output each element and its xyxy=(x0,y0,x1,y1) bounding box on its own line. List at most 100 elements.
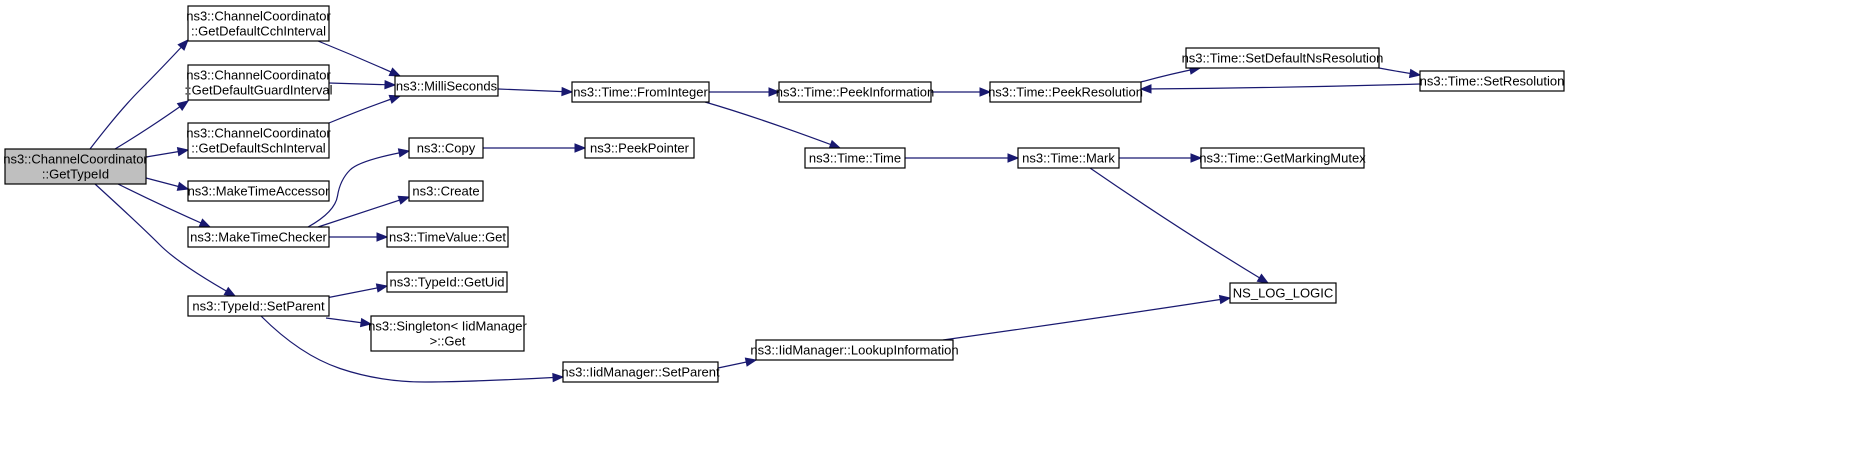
node-setres[interactable]: ns3::Time::SetResolution xyxy=(1419,70,1565,92)
node-label: ::GetDefaultSchInterval xyxy=(191,141,326,156)
node-logic[interactable]: NS_LOG_LOGIC xyxy=(1229,282,1337,304)
node-lookup[interactable]: ns3::IidManager::LookupInformation xyxy=(750,339,959,361)
arrowhead-icon xyxy=(1218,294,1232,305)
node-label: ns3::Time::FromInteger xyxy=(573,85,708,100)
arrowhead-icon xyxy=(176,100,190,111)
node-peekptr[interactable]: ns3::PeekPointer xyxy=(584,137,695,159)
node-iidsetparent[interactable]: ns3::IidManager::SetParent xyxy=(561,361,720,383)
node-getmutex[interactable]: ns3::Time::GetMarkingMutex xyxy=(1199,147,1366,169)
arrowhead-icon xyxy=(223,286,237,297)
node-fromint[interactable]: ns3::Time::FromInteger xyxy=(571,81,710,103)
arrowhead-icon xyxy=(375,283,389,293)
node-setdefns[interactable]: ns3::Time::SetDefaultNsResolution xyxy=(1182,47,1384,69)
arrowhead-icon xyxy=(388,67,402,77)
edge-ms-to-fromint xyxy=(497,86,574,97)
arrowhead-icon xyxy=(1139,84,1152,94)
node-box[interactable] xyxy=(755,339,954,361)
edge-line xyxy=(704,101,841,149)
node-box[interactable] xyxy=(408,180,484,202)
node-label: ::GetDefaultCchInterval xyxy=(191,24,326,39)
arrowhead-icon xyxy=(744,357,758,367)
node-getuid[interactable]: ns3::TypeId::GetUid xyxy=(386,271,508,293)
node-box[interactable] xyxy=(562,361,719,383)
node-label: ns3::Time::SetDefaultNsResolution xyxy=(1182,51,1384,66)
node-box[interactable] xyxy=(1185,47,1380,69)
node-box[interactable] xyxy=(571,81,710,103)
node-box[interactable] xyxy=(804,147,906,169)
node-box[interactable] xyxy=(408,137,484,159)
node-peekinfo[interactable]: ns3::Time::PeekInformation xyxy=(776,81,934,103)
edge-checker-to-create xyxy=(317,195,411,228)
node-box[interactable] xyxy=(187,122,330,159)
node-box[interactable] xyxy=(1419,70,1565,92)
node-box[interactable] xyxy=(989,81,1142,103)
node-ms[interactable]: ns3::MilliSeconds xyxy=(394,75,499,97)
node-label: ns3::IidManager::SetParent xyxy=(561,365,720,380)
edge-checker-to-tvget xyxy=(329,232,389,242)
node-setparent[interactable]: ns3::TypeId::SetParent xyxy=(187,295,330,317)
arrowhead-icon xyxy=(1007,153,1020,163)
edge-setparent-to-iidsetparent xyxy=(260,315,565,383)
node-box[interactable] xyxy=(187,295,330,317)
edge-sch-to-ms xyxy=(328,94,402,124)
edge-root-to-sch xyxy=(145,147,190,158)
node-label: >::Get xyxy=(430,334,466,349)
edge-line xyxy=(94,183,236,297)
node-label: ::GetTypeId xyxy=(42,167,109,182)
node-tvget[interactable]: ns3::TimeValue::Get xyxy=(386,226,509,248)
edge-root-to-cch xyxy=(89,39,189,150)
node-box[interactable] xyxy=(386,271,508,293)
node-guard[interactable]: ns3::ChannelCoordinator::GetDefaultGuard… xyxy=(184,64,333,101)
node-label: ns3::MakeTimeChecker xyxy=(190,230,327,245)
edge-peekinfo-to-peekres xyxy=(931,87,992,97)
node-sch[interactable]: ns3::ChannelCoordinator::GetDefaultSchIn… xyxy=(186,122,331,159)
node-box[interactable] xyxy=(187,180,330,202)
node-box[interactable] xyxy=(1017,147,1120,169)
node-mark[interactable]: ns3::Time::Mark xyxy=(1017,147,1120,169)
node-copy[interactable]: ns3::Copy xyxy=(408,137,484,159)
arrowhead-icon xyxy=(768,87,781,97)
node-box[interactable] xyxy=(584,137,695,159)
edge-line xyxy=(114,100,189,150)
node-label: ns3::TypeId::GetUid xyxy=(390,275,505,290)
node-create[interactable]: ns3::Create xyxy=(408,180,484,202)
edge-line xyxy=(260,315,564,383)
node-box[interactable] xyxy=(187,226,330,248)
node-box[interactable] xyxy=(1229,282,1337,304)
node-label: NS_LOG_LOGIC xyxy=(1233,286,1333,301)
node-time[interactable]: ns3::Time::Time xyxy=(804,147,906,169)
node-box[interactable] xyxy=(187,5,330,42)
node-box[interactable] xyxy=(370,315,525,352)
node-cch[interactable]: ns3::ChannelCoordinator::GetDefaultCchIn… xyxy=(186,5,331,42)
node-label: ns3::Time::Time xyxy=(809,151,901,166)
node-peekres[interactable]: ns3::Time::PeekResolution xyxy=(988,81,1143,103)
node-singleton[interactable]: ns3::Singleton< IidManager>::Get xyxy=(368,315,527,352)
node-box[interactable] xyxy=(4,148,147,185)
node-accessor[interactable]: ns3::MakeTimeAccessor xyxy=(187,180,331,202)
node-checker[interactable]: ns3::MakeTimeChecker xyxy=(187,226,330,248)
edge-mark-to-logic xyxy=(1089,167,1270,284)
node-label: ns3::ChannelCoordinator xyxy=(186,9,331,24)
edge-root-to-setparent xyxy=(94,183,237,297)
edge-root-to-accessor xyxy=(145,177,190,191)
edge-checker-to-copy xyxy=(307,148,411,228)
arrowhead-icon xyxy=(828,139,842,149)
edge-setdefns-to-setres xyxy=(1378,67,1422,79)
node-root[interactable]: ns3::ChannelCoordinator::GetTypeId xyxy=(3,148,148,185)
edge-guard-to-ms xyxy=(328,79,397,90)
call-graph-edges xyxy=(89,39,1422,383)
edge-fromint-to-time xyxy=(704,101,842,149)
edge-line xyxy=(1089,167,1269,284)
node-box[interactable] xyxy=(187,64,330,101)
arrowhead-icon xyxy=(1256,273,1270,284)
node-box[interactable] xyxy=(394,75,499,97)
arrowhead-icon xyxy=(1190,153,1203,163)
node-box[interactable] xyxy=(1200,147,1365,169)
node-box[interactable] xyxy=(778,81,932,103)
arrowhead-icon xyxy=(176,147,190,157)
node-label: ns3::Create xyxy=(412,184,479,199)
node-box[interactable] xyxy=(386,226,509,248)
edge-line xyxy=(328,82,396,86)
edge-fromint-to-peekinfo xyxy=(709,87,781,97)
